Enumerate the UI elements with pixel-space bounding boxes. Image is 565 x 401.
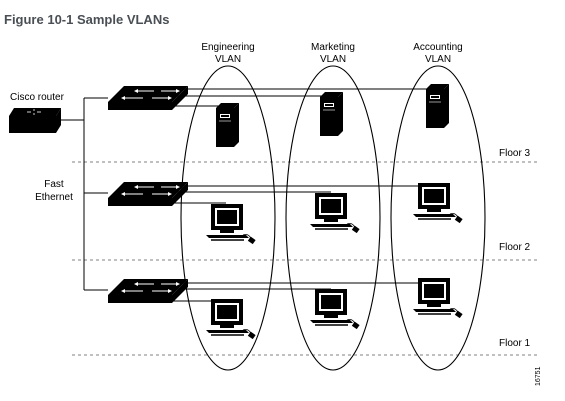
vlan-accounting-boundary xyxy=(390,65,486,371)
vlan-accounting-label-line1: Accounting xyxy=(413,42,462,53)
workstation-icon xyxy=(309,288,361,330)
vlan-engineering-label-line1: Engineering xyxy=(201,42,254,53)
backbone-wiring xyxy=(61,97,108,291)
router-icon xyxy=(9,108,61,133)
fast-ethernet-label-line1: Fast xyxy=(44,179,64,190)
fast-ethernet-label-line2: Ethernet xyxy=(35,192,73,203)
router-label: Cisco router xyxy=(10,92,65,103)
workstation-icon xyxy=(412,277,464,319)
server-icon xyxy=(215,102,240,148)
vlan-accounting-label-line2: VLAN xyxy=(425,54,451,65)
workstation-icon xyxy=(412,182,464,224)
vlan-engineering-boundary xyxy=(180,65,276,371)
figure-title: Figure 10-1 Sample VLANs xyxy=(4,12,169,27)
floor-1-links xyxy=(162,282,434,302)
workstation-icon xyxy=(205,298,257,340)
figure-id-number: 16751 xyxy=(535,366,542,386)
server-icon xyxy=(425,83,450,129)
vlan-marketing-boundary xyxy=(285,65,381,371)
switch-icon xyxy=(107,278,189,304)
server-icon xyxy=(319,91,344,137)
switch-icon xyxy=(107,181,189,207)
vlan-engineering-label-line2: VLAN xyxy=(215,54,241,65)
floor-3-label: Floor 3 xyxy=(499,148,531,159)
workstation-icon xyxy=(205,203,257,245)
workstation-icon xyxy=(309,192,361,234)
vlan-marketing-label-line1: Marketing xyxy=(311,42,355,53)
floor-1-label: Floor 1 xyxy=(499,338,531,349)
floor-2-links xyxy=(162,185,434,204)
floor-2-label: Floor 2 xyxy=(499,242,531,253)
vlan-marketing-label-line2: VLAN xyxy=(320,54,346,65)
